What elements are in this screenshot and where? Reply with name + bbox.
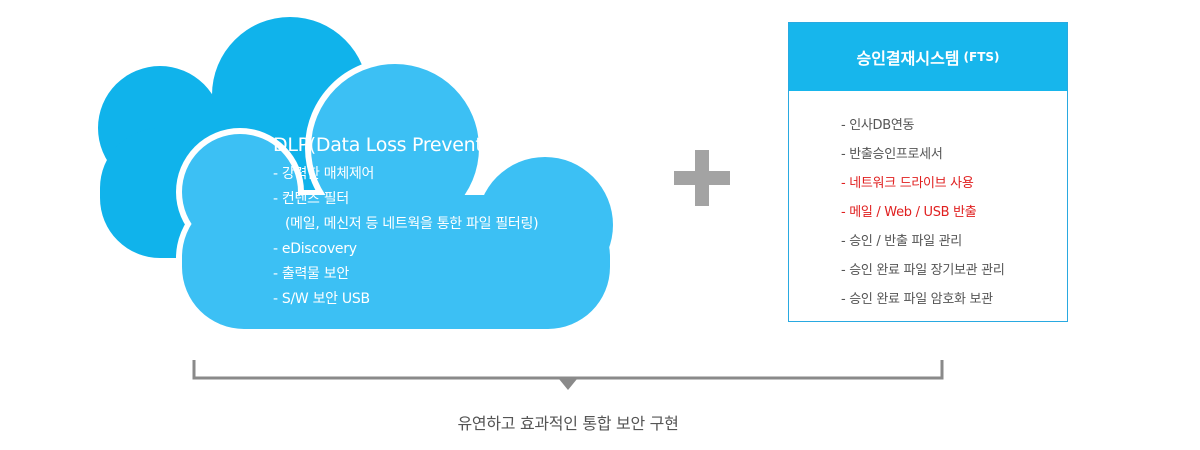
bracket-icon [192,360,944,390]
dlp-cloud: DLP(Data Loss Prevention) - 강력한 매체제어 - 컨… [0,0,640,350]
fts-header: 승인결재시스템 (FTS) [789,23,1067,91]
fts-item: - 승인 완료 파일 장기보관 관리 [841,263,1005,278]
down-arrow-icon [559,379,577,390]
cloud-icon [98,17,619,334]
fts-item: - 메일 / Web / USB 반출 [841,205,977,220]
dlp-item: - 출력물 보안 [273,266,349,282]
plus-vertical-bar [695,150,709,206]
bracket-connector [192,360,944,390]
fts-item: - 인사DB연동 [841,118,915,133]
dlp-item: - S/W 보안 USB [273,291,370,307]
fts-title-suffix: (FTS) [963,50,1000,64]
fts-title: 승인결재시스템 [856,49,960,68]
dlp-item: - 컨텐츠 필터 [273,191,349,207]
fts-item: - 승인 / 반출 파일 관리 [841,234,962,249]
caption: 유연하고 효과적인 통합 보안 구현 [457,414,679,433]
fts-item: - 승인 완료 파일 암호화 보관 [841,292,993,307]
fts-list: - 인사DB연동 - 반출승인프로세서 - 네트워크 드라이브 사용 - 메일 … [841,111,1005,314]
cloud-front-shape [182,64,613,329]
dlp-item: - eDiscovery [273,241,357,257]
dlp-content: DLP(Data Loss Prevention) - 강력한 매체제어 - 컨… [273,134,539,312]
fts-item: - 반출승인프로세서 [841,147,943,162]
dlp-item-note: (메일, 메신저 등 네트웍을 통한 파일 필터링) [285,216,539,232]
fts-item: - 네트워크 드라이브 사용 [841,176,974,191]
fts-panel: 승인결재시스템 (FTS) - 인사DB연동 - 반출승인프로세서 - 네트워크… [788,22,1068,322]
dlp-title: DLP(Data Loss Prevention) [273,134,518,156]
plus-icon [674,150,730,206]
dlp-item: - 강력한 매체제어 [273,166,375,182]
